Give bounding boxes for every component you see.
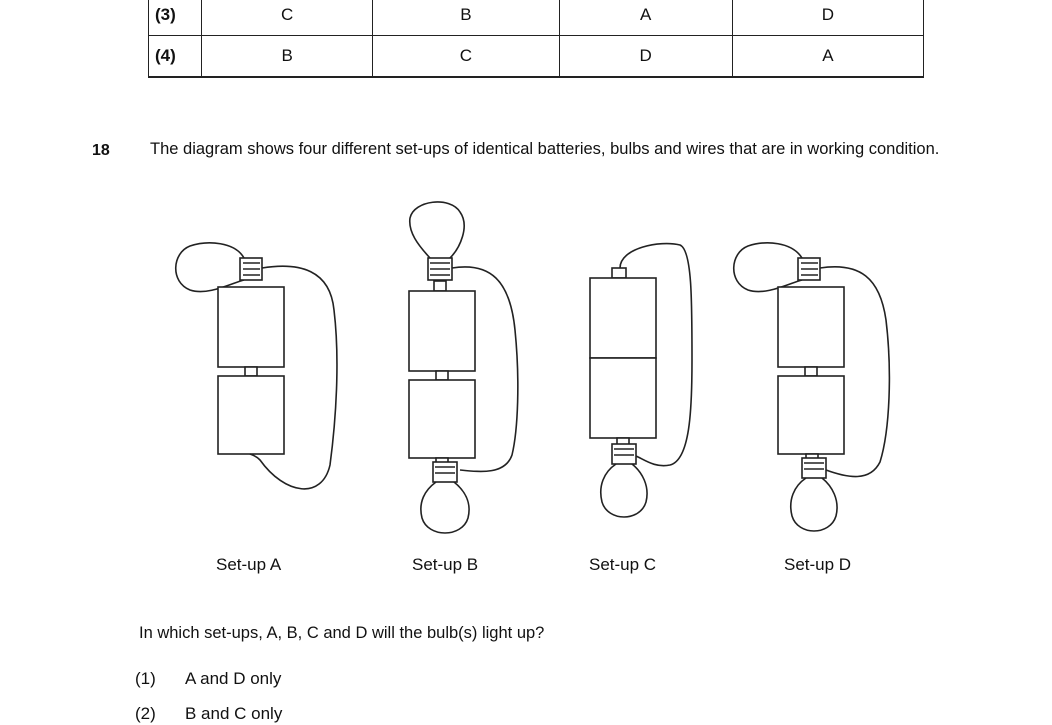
setup-label-b: Set-up B bbox=[412, 555, 479, 574]
option-number: (2) bbox=[135, 704, 156, 723]
table-cell: B bbox=[201, 35, 374, 78]
setup-c-circuit bbox=[589, 242, 693, 518]
bulb-base-icon bbox=[432, 461, 458, 483]
option-text: A and D only bbox=[185, 669, 282, 688]
table-row: (4) B C D A bbox=[147, 35, 925, 78]
bulb-icon bbox=[408, 201, 465, 259]
setup-d-circuit bbox=[733, 242, 891, 532]
battery-icon bbox=[777, 286, 845, 368]
bulb-icon bbox=[733, 242, 803, 293]
battery-terminal-icon bbox=[804, 366, 818, 377]
wire bbox=[451, 266, 519, 473]
wire bbox=[819, 266, 891, 478]
table-cell: C bbox=[372, 35, 560, 78]
option-number: (1) bbox=[135, 669, 156, 688]
battery-terminal-icon bbox=[435, 370, 449, 381]
battery-icon bbox=[217, 375, 285, 455]
table-cell: C bbox=[201, 0, 374, 36]
battery-icon bbox=[589, 357, 657, 439]
bulb-icon bbox=[420, 481, 470, 534]
wire bbox=[249, 265, 338, 490]
setup-label-c: Set-up C bbox=[589, 555, 657, 574]
battery-icon bbox=[217, 286, 285, 368]
question-prompt: In which set-ups, A, B, C and D will the… bbox=[139, 624, 545, 642]
bulb-icon bbox=[790, 477, 838, 532]
question-number: 18 bbox=[92, 142, 110, 159]
option-text: B and C only bbox=[185, 704, 283, 723]
battery-icon bbox=[408, 379, 476, 459]
setup-label-a: Set-up A bbox=[216, 555, 282, 574]
setup-label-d: Set-up D bbox=[784, 555, 852, 574]
table-cell: D bbox=[558, 35, 733, 78]
setup-a-circuit bbox=[175, 242, 338, 490]
answer-options-table: (3) C B A D (4) B C D A bbox=[147, 0, 925, 78]
battery-icon bbox=[408, 290, 476, 372]
bulb-icon bbox=[600, 463, 648, 518]
wire bbox=[619, 242, 693, 467]
answer-option[interactable]: (1) A and D only bbox=[135, 669, 281, 689]
battery-terminal-icon bbox=[244, 366, 258, 377]
question-text: The diagram shows four different set-ups… bbox=[150, 140, 940, 158]
table-cell: B bbox=[372, 0, 560, 36]
setup-b-circuit bbox=[408, 201, 519, 534]
table-row: (3) C B A D bbox=[147, 0, 925, 36]
answer-option[interactable]: (2) B and C only bbox=[135, 704, 282, 724]
battery-terminal-icon bbox=[433, 280, 447, 292]
bulb-base-icon bbox=[801, 457, 827, 479]
bulb-base-icon bbox=[611, 443, 637, 465]
battery-icon bbox=[777, 375, 845, 455]
table-cell: D bbox=[731, 0, 925, 36]
option-number: (3) bbox=[147, 0, 203, 36]
battery-terminal-icon bbox=[611, 267, 627, 279]
bulb-icon bbox=[175, 242, 245, 293]
battery-icon bbox=[589, 277, 657, 359]
table-cell: A bbox=[731, 35, 925, 78]
table-cell: A bbox=[558, 0, 733, 36]
